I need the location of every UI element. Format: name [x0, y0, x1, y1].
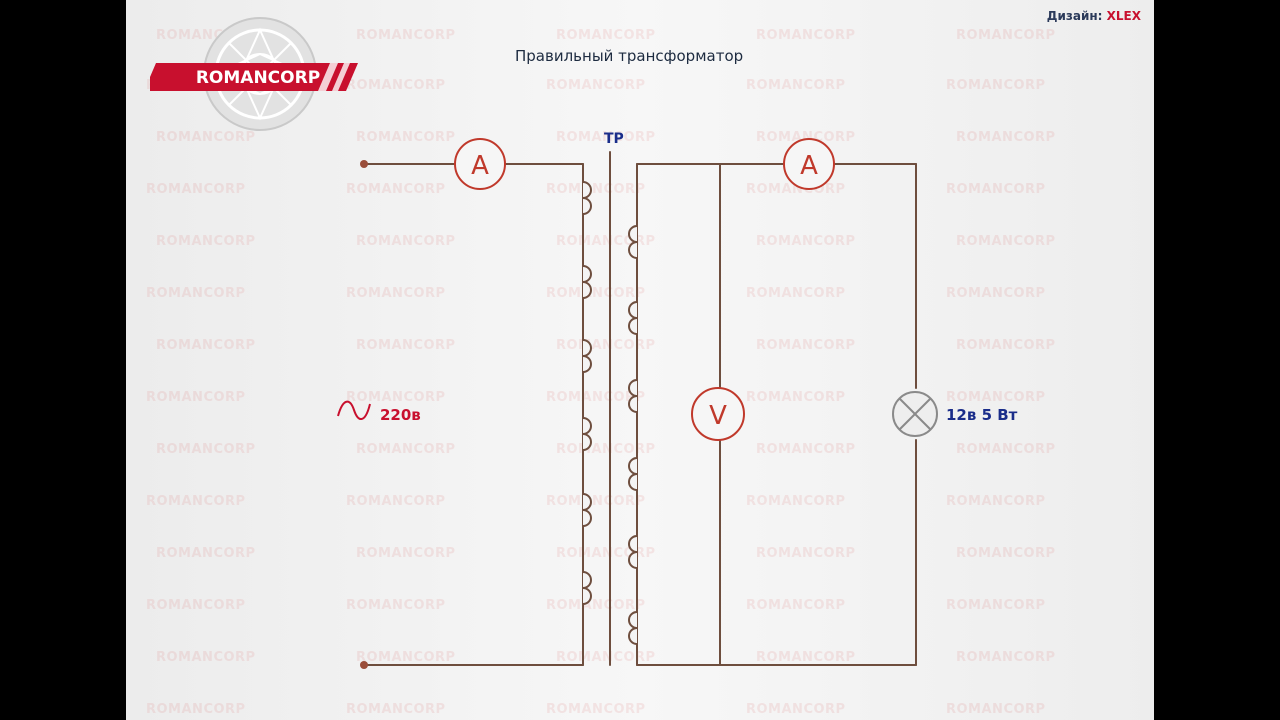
primary-ammeter-label: A: [471, 151, 489, 181]
secondaryCoils-turn: [628, 301, 638, 335]
primary-coil: [582, 181, 592, 605]
secondary-ammeter: A: [783, 138, 835, 190]
transformer-label: ТР: [604, 131, 624, 147]
primaryCoils-turn: [582, 181, 592, 215]
lamp-label: 12в 5 Вт: [946, 406, 1018, 424]
secondaryCoils-turn: [628, 535, 638, 569]
lamp-icon: [892, 391, 938, 437]
primaryCoils-turn: [582, 493, 592, 527]
voltmeter-label: V: [709, 401, 727, 431]
terminal-top: [360, 160, 368, 168]
page-title: Правильный трансформатор: [515, 47, 744, 65]
secondaryCoils-turn: [628, 457, 638, 491]
secondary-coil: [628, 225, 638, 645]
credit-name: XLEX: [1106, 9, 1141, 23]
logo-text: ROMANCORP: [196, 68, 320, 88]
secondaryCoils-turn: [628, 611, 638, 645]
source-voltage-label: 220в: [380, 406, 421, 424]
secondaryCoils-turn: [628, 225, 638, 259]
primaryCoils-turn: [582, 571, 592, 605]
credit-label: Дизайн:: [1046, 9, 1103, 23]
secondary-ammeter-label: A: [800, 151, 818, 181]
design-credit: Дизайн: XLEX: [1047, 9, 1141, 23]
primaryCoils-turn: [582, 339, 592, 373]
voltmeter: V: [691, 387, 745, 441]
primary-ammeter: A: [454, 138, 506, 190]
romancorp-logo: ROMANCORP: [150, 17, 358, 131]
circuit-diagram: A A V ТР 220в 12в 5 Вт: [337, 131, 1018, 669]
primaryCoils-turn: [582, 265, 592, 299]
terminal-bottom: [360, 661, 368, 669]
primaryCoils-turn: [582, 417, 592, 451]
ac-source-icon: [337, 400, 371, 420]
secondaryCoils-turn: [628, 379, 638, 413]
